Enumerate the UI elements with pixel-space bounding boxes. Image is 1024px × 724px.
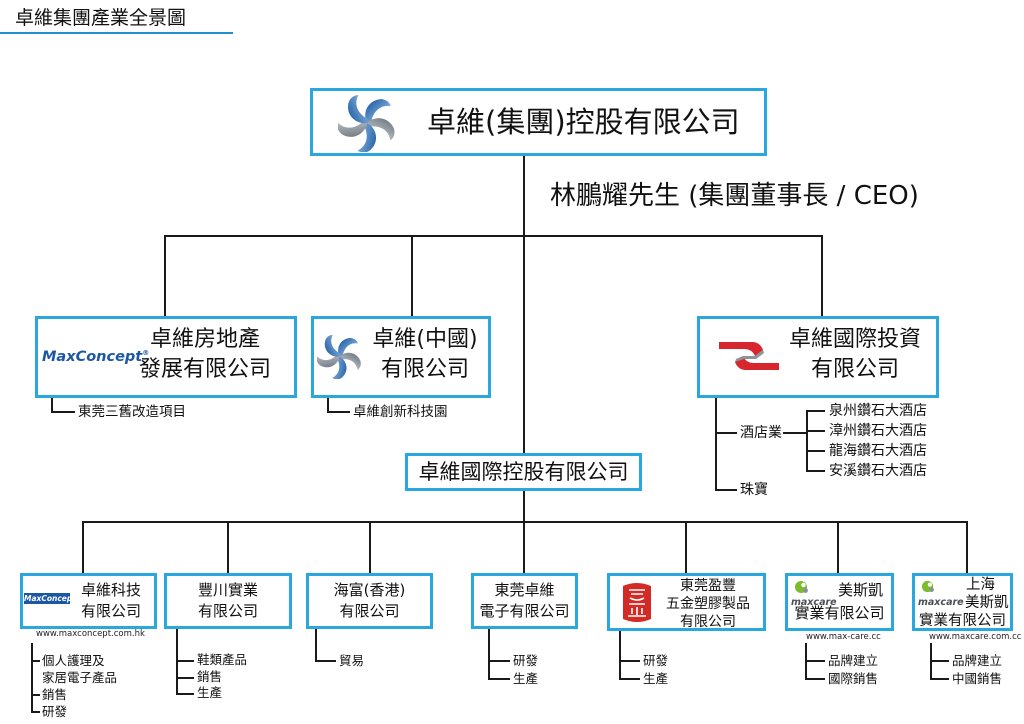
company-name-line: 有限公司 — [197, 602, 258, 620]
business-item: 生產 — [197, 685, 223, 700]
business-list: 貿易 — [339, 652, 364, 669]
business-item: 中國銷售 — [952, 671, 1003, 686]
business-list: 品牌建立 中國銷售 — [952, 652, 1002, 688]
website-url: www.maxcare.com.cc — [929, 632, 1022, 642]
business-item: 貿易 — [339, 653, 365, 668]
business-list: 鞋類產品 銷售 生產 — [197, 652, 247, 702]
website-url: www.max-care.cc — [806, 632, 881, 642]
company-name-line: 有限公司 — [810, 357, 899, 382]
subsidiary-box: 上海 maxcare 美斯凱 實業有限公司 — [912, 573, 1013, 631]
page-title: 卓維集團產業全景圖 — [15, 7, 187, 29]
business-list: 品牌建立 國際銷售 — [828, 652, 878, 688]
company-name-line: 有限公司 — [680, 614, 736, 630]
business-item: 鞋類產品 — [197, 652, 248, 667]
business-item: 研發 — [643, 653, 669, 668]
subsidiary-box: 豐川實業 有限公司 — [164, 573, 292, 629]
subsidiary-box: MaxConcept 卓維科技 有限公司 — [20, 573, 157, 629]
subsidiary-name: 卓維科技 有限公司 — [73, 580, 149, 622]
website-url: www.maxconcept.com.hk — [36, 629, 145, 639]
international-holding-box: 卓維國際控股有限公司 — [405, 453, 642, 491]
subsidiary-box: 海富(香港) 有限公司 — [306, 573, 433, 629]
company-name-line: 東莞盈豐 — [680, 578, 736, 594]
business-item: 生產 — [643, 671, 669, 686]
company-name-line: 東莞卓維 — [494, 581, 555, 599]
registered-mark: ® — [142, 349, 150, 357]
business-list: 個人護理及 家居電子產品 銷售 研發 — [42, 652, 117, 720]
company-name-line: 發展有限公司 — [138, 357, 271, 382]
company-name-line: 美斯凱 — [965, 595, 1009, 611]
jewelry-category-label: 珠寶 — [740, 482, 768, 498]
investment-box: 卓維國際投資 有限公司 — [697, 316, 939, 398]
maxcare-logo-icon — [921, 580, 934, 593]
real-estate-box: MaxConcept® 卓維房地產 發展有限公司 — [35, 316, 297, 398]
business-list: 研發 生產 — [513, 652, 538, 688]
company-name-line: 五金塑膠製品 — [666, 596, 750, 612]
business-item: 銷售 — [42, 687, 68, 702]
business-item: 品牌建立 — [952, 653, 1003, 668]
china-box: 卓維(中國) 有限公司 — [311, 316, 491, 398]
maxconcept-small-logo: MaxConcept — [24, 593, 70, 604]
maxcare-logo-text: maxcare — [918, 597, 964, 608]
hotel-list: 泉州鑽石大酒店 漳州鑽石大酒店 龍海鑽石大酒店 安溪鑽石大酒店 — [829, 401, 927, 481]
business-item: 研發 — [42, 704, 68, 719]
investment-name: 卓維國際投資 有限公司 — [782, 325, 928, 385]
pinwheel-logo-icon — [338, 95, 395, 152]
red-chevron-logo-icon — [719, 342, 779, 370]
company-name-line: 豐川實業 — [197, 581, 258, 599]
company-name-line: 電子有限公司 — [479, 602, 570, 620]
company-name-line: 美斯凱 — [838, 581, 884, 599]
pinwheel-logo-icon — [317, 334, 361, 379]
page-title-underline — [0, 32, 233, 34]
red-seal-logo-icon — [623, 583, 651, 622]
group-name: 卓維(集團)控股有限公司 — [427, 105, 740, 139]
company-name-line: 卓維科技 — [80, 581, 141, 599]
group-holding-box: 卓維(集團)控股有限公司 — [310, 88, 767, 156]
company-name-line: 有限公司 — [80, 602, 141, 620]
subsidiary-box: maxcare 美斯凱 實業有限公司 — [785, 573, 894, 631]
business-item: 研發 — [513, 653, 539, 668]
company-name-line: 實業有限公司 — [794, 604, 885, 622]
project-label: 東莞三舊改造項目 — [78, 404, 186, 420]
business-item: 生產 — [513, 671, 539, 686]
company-name-line: 有限公司 — [380, 357, 469, 382]
business-item: 國際銷售 — [828, 671, 879, 686]
hotel-item: 安溪鑽石大酒店 — [829, 463, 927, 479]
business-item: 品牌建立 — [828, 653, 879, 668]
business-item: 家居電子產品 — [42, 670, 118, 685]
company-name-line: 實業有限公司 — [919, 613, 1006, 629]
business-item: 個人護理及 — [42, 653, 105, 668]
subsidiary-name: 東莞盈豐 五金塑膠製品 有限公司 — [658, 577, 758, 631]
subsidiary-name: 海富(香港) 有限公司 — [309, 580, 430, 622]
maxconcept-logo: MaxConcept® — [42, 344, 149, 366]
subsidiary-box: 東莞盈豐 五金塑膠製品 有限公司 — [607, 573, 766, 631]
company-name-line: 卓維(中國) — [372, 327, 478, 352]
company-name-line: 有限公司 — [339, 602, 400, 620]
business-list: 研發 生產 — [643, 652, 668, 688]
hotel-item: 泉州鑽石大酒店 — [829, 403, 927, 419]
company-name-line: 海富(香港) — [333, 581, 406, 599]
business-item: 銷售 — [197, 668, 223, 684]
hotel-item: 漳州鑽石大酒店 — [829, 423, 927, 439]
maxcare-logo-text: maxcare — [791, 597, 837, 608]
project-label: 卓維創新科技園 — [353, 404, 448, 420]
company-name-line: 卓維房地產 — [149, 327, 260, 352]
maxcare-logo-icon — [795, 581, 808, 593]
hotel-category-label: 酒店業 — [740, 425, 782, 441]
chairman-label: 林鵬耀先生 (集團董事長 / CEO) — [550, 181, 919, 211]
company-name-line: 卓維國際投資 — [788, 327, 921, 352]
international-holding-name: 卓維國際控股有限公司 — [418, 460, 629, 484]
company-name-line: 上海 — [966, 577, 995, 593]
subsidiary-box: 東莞卓維 電子有限公司 — [471, 573, 578, 629]
hotel-item: 龍海鑽石大酒店 — [829, 443, 927, 459]
china-name: 卓維(中國) 有限公司 — [364, 325, 486, 385]
real-estate-name: 卓維房地產 發展有限公司 — [130, 325, 280, 385]
subsidiary-name: 豐川實業 有限公司 — [167, 580, 289, 622]
subsidiary-name: 東莞卓維 電子有限公司 — [474, 580, 575, 622]
maxconcept-logo-text: MaxConcept — [42, 348, 143, 365]
